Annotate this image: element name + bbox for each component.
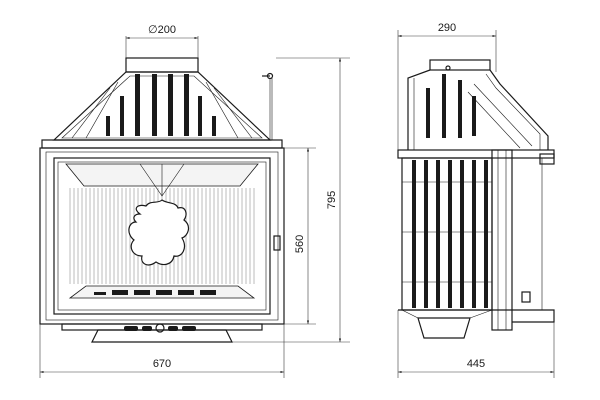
dimension-flue-diameter: ∅200 (125, 24, 199, 58)
door-height-label: 560 (294, 235, 306, 253)
hood-vent-slots (106, 74, 216, 136)
dimension-door-height: 560 (284, 147, 316, 325)
door-glass-frame (53, 157, 271, 315)
side-depth-total-label: 445 (467, 358, 485, 370)
side-ash-box (417, 317, 471, 339)
dimension-side-depth-total: 445 (397, 310, 555, 378)
hood-outline (52, 71, 272, 141)
side-frame-band (397, 149, 555, 159)
side-hood-bars (426, 74, 476, 138)
flue-collar (125, 57, 199, 73)
front-width-label: 670 (153, 358, 171, 370)
side-view (397, 59, 555, 339)
total-height-label: 795 (326, 191, 338, 209)
firebox-lining (69, 188, 255, 284)
hood-inner (61, 75, 263, 139)
side-flue-collar (429, 59, 491, 71)
flue-diameter-label: ∅200 (148, 24, 176, 36)
top-frame (41, 139, 283, 149)
fire-opening (128, 199, 190, 266)
dimension-total-height: 795 (232, 57, 350, 343)
side-depth-top-label: 290 (438, 22, 456, 34)
side-vertical-bars (412, 160, 488, 308)
grate-slots (94, 290, 216, 295)
door-handle (273, 235, 281, 251)
side-door-profile (491, 149, 513, 331)
front-view (39, 57, 285, 343)
dimension-side-depth-top: 290 (397, 22, 497, 150)
dimension-front-width: 670 (39, 324, 285, 378)
air-intake-slots (124, 323, 196, 333)
